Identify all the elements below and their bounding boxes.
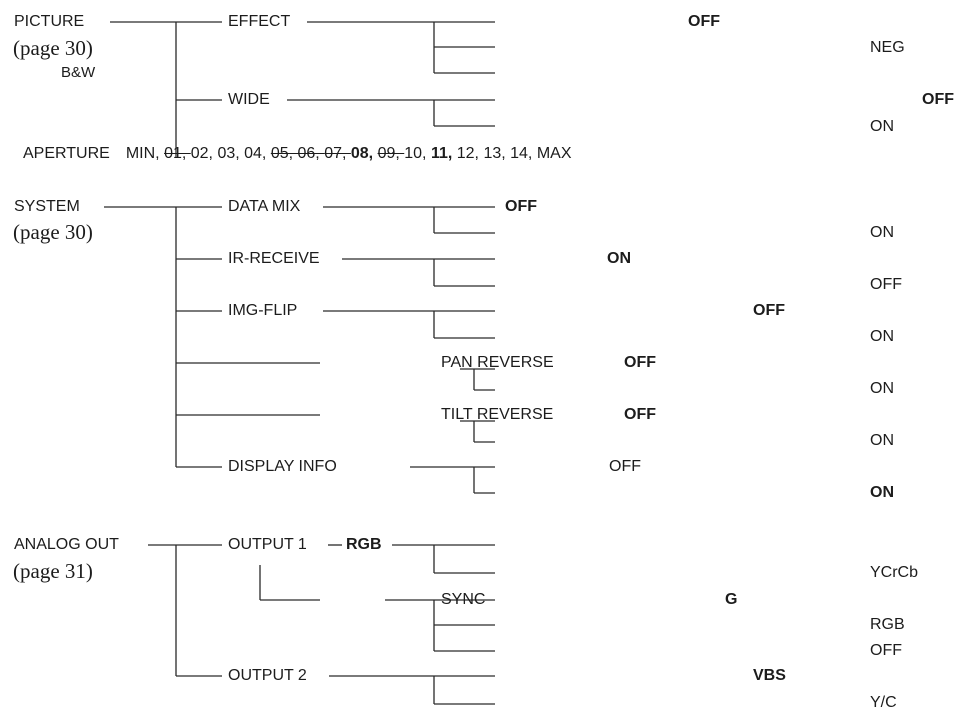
aperture-value: 06, — [297, 145, 325, 162]
option-wide-off: OFF — [922, 91, 954, 108]
menu-item-output-2: OUTPUT 2 — [228, 667, 307, 684]
aperture-value: 04, — [244, 145, 271, 162]
aperture-value: 11, — [430, 145, 457, 162]
bw-label: B&W — [61, 64, 96, 81]
option-output-1-rgb: RGB — [346, 536, 382, 553]
aperture-value: 03, — [217, 145, 245, 162]
menu-item-ir-receive: IR-RECEIVE — [228, 250, 320, 267]
option-display-info-off: OFF — [609, 458, 641, 475]
menu-item-data-mix: DATA MIX — [228, 198, 301, 215]
option-sync-g: G — [725, 591, 738, 608]
option-tilt-reverse-off: OFF — [624, 406, 656, 423]
aperture-value: 09, — [377, 145, 405, 162]
aperture-value: 14, — [510, 145, 537, 162]
option-data-mix-off: OFF — [505, 198, 537, 215]
option-display-info-on: ON — [870, 484, 894, 501]
aperture-value: 10, — [404, 145, 431, 162]
aperture-value: 08, — [350, 145, 378, 162]
aperture-value: MAX — [536, 145, 572, 162]
option-sync-rgb: RGB — [870, 616, 905, 633]
option-pan-reverse-off: OFF — [624, 354, 656, 371]
option-img-flip-on: ON — [870, 328, 894, 345]
menu-item-output-1: OUTPUT 1 — [228, 536, 307, 553]
section-title-system: SYSTEM — [14, 198, 80, 215]
aperture-value: MIN, — [125, 145, 165, 162]
section-title-picture: PICTURE — [14, 13, 85, 30]
option-ir-receive-on: ON — [607, 250, 631, 267]
aperture-row: APERTURE MIN, 01, 02, 03, 04, 05, 06, 07,… — [23, 145, 571, 163]
menu-item-effect: EFFECT — [228, 13, 291, 30]
menu-item-display-info: DISPLAY INFO — [228, 458, 337, 475]
menu-item-img-flip: IMG-FLIP — [228, 302, 298, 319]
option-output-2-vbs: VBS — [753, 667, 786, 684]
option-ir-receive-off: OFF — [870, 276, 902, 293]
page-ref-picture: (page 30) — [13, 36, 93, 60]
page-ref-system: (page 30) — [13, 220, 93, 244]
option-img-flip-off: OFF — [753, 302, 785, 319]
aperture-value: 13, — [483, 145, 511, 162]
menu-item-sync: SYNC — [441, 591, 486, 608]
aperture-value: 07, — [324, 145, 351, 162]
option-output-1-ycrcb: YCrCb — [870, 564, 919, 581]
page-ref-analog-out: (page 31) — [13, 559, 93, 583]
aperture-value: 12, — [456, 145, 484, 162]
aperture-value: 01, — [164, 145, 191, 162]
option-pan-reverse-on: ON — [870, 380, 894, 397]
section-title-analog-out: ANALOG OUT — [14, 536, 119, 553]
menu-item-tilt-reverse: TILT REVERSE — [441, 406, 554, 423]
menu-item-wide: WIDE — [228, 91, 270, 108]
option-output-2-yc: Y/C — [870, 694, 897, 711]
option-tilt-reverse-on: ON — [870, 432, 894, 449]
option-effect-off: OFF — [688, 13, 720, 30]
menu-item-pan-reverse: PAN REVERSE — [441, 354, 554, 371]
aperture-label: APERTURE — [23, 145, 110, 162]
aperture-value: 05, — [270, 145, 298, 162]
option-effect-neg: NEG — [870, 39, 905, 56]
aperture-value: 02, — [190, 145, 218, 162]
option-data-mix-on: ON — [870, 224, 894, 241]
option-wide-on: ON — [870, 118, 894, 135]
option-sync-off: OFF — [870, 642, 902, 659]
